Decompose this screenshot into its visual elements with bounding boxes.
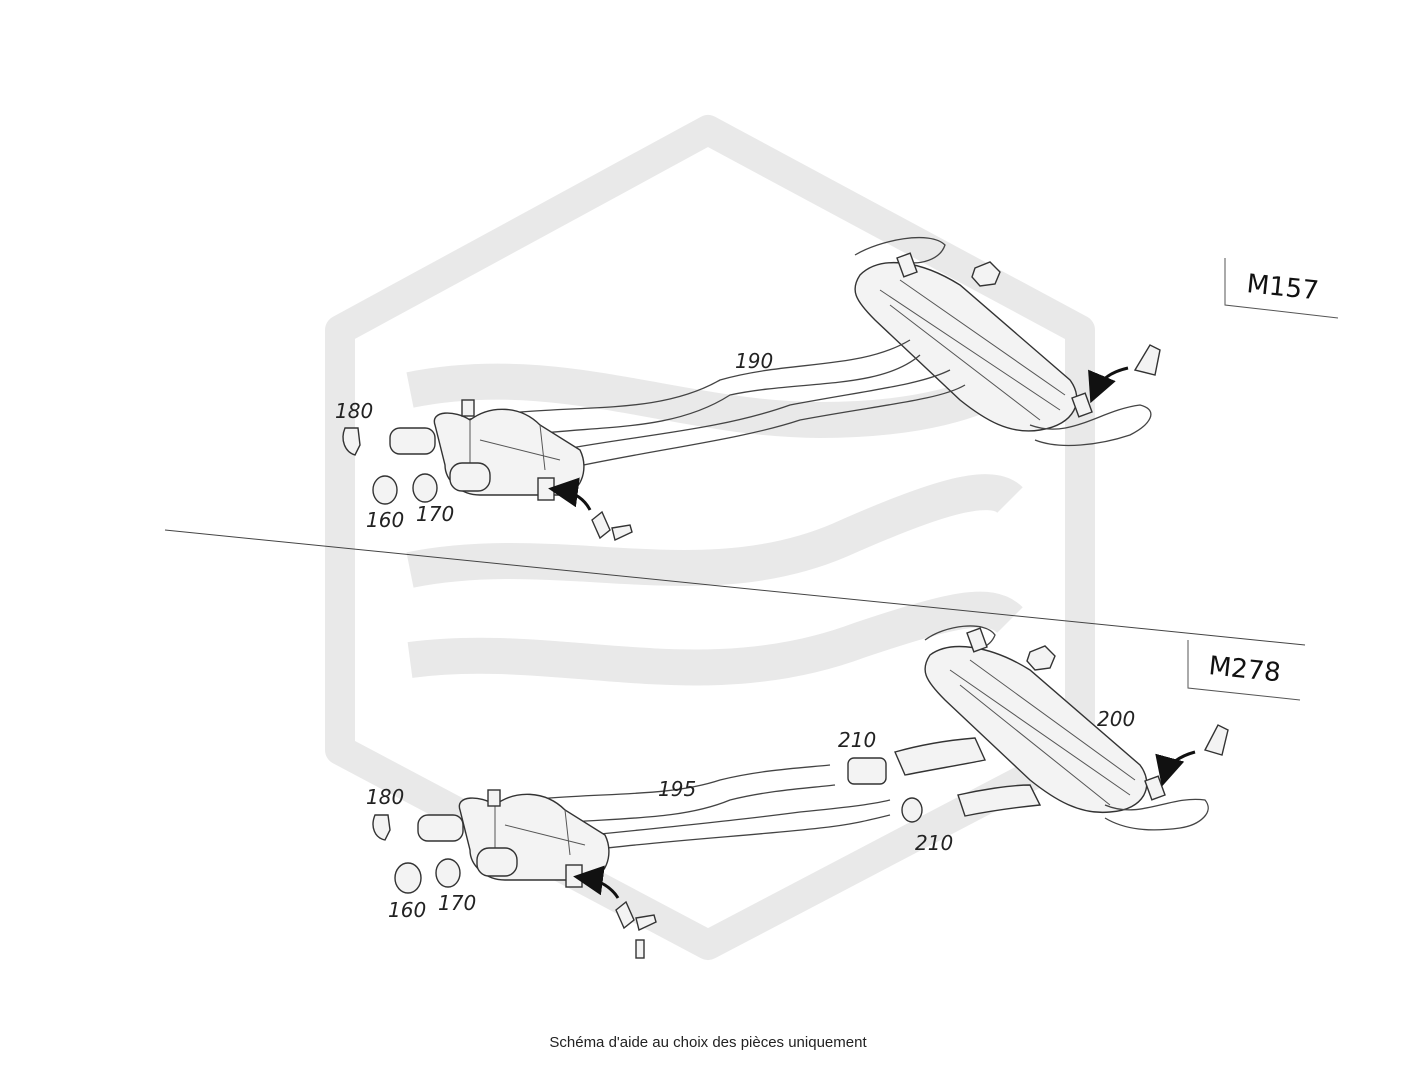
curved-arrow-icon [548,477,592,511]
pipes-m157 [464,339,966,471]
ref-160-lower: 160 [388,898,426,922]
ref-160-upper: 160 [366,508,404,532]
clamp-160 [394,862,422,894]
rubber-hanger [591,510,611,540]
section-divider [164,529,1306,646]
bolt-bracket [611,524,633,541]
front-muffler-m278 [417,789,610,888]
ref-170-upper: 170 [416,502,454,526]
ref-195: 195 [658,777,696,801]
ref-210-lower: 210 [915,831,953,855]
ref-200: 200 [1097,707,1135,731]
rubber-nut [971,261,1001,287]
engine-label-box-m278: M278 [1187,640,1301,701]
rubber-hanger [615,900,635,930]
tail-clip-180 [342,427,361,456]
engine-label-box-m157: M157 [1224,258,1339,319]
bolt-bracket [635,914,657,931]
engine-label-m278: M278 [1207,651,1282,688]
curved-arrow-icon [1155,750,1196,787]
ref-180-upper: 180 [335,399,373,423]
rubber-hanger [1203,724,1229,756]
diagram-caption: Schéma d'aide au choix des pièces unique… [549,1034,867,1051]
rubber-hanger [1133,344,1161,376]
clamp-160 [372,475,398,505]
tail-clip-180 [372,814,391,841]
ref-210-upper: 210 [838,728,876,752]
curved-arrow-icon [573,865,620,899]
ring-170 [412,473,438,503]
rubber-nut [1026,645,1056,671]
ref-170-lower: 170 [438,891,476,915]
ring-170 [435,858,461,888]
ref-180-lower: 180 [366,785,404,809]
curved-arrow-icon [1088,366,1129,404]
rear-muffler-m157 [854,236,1152,447]
ref-190: 190 [735,349,773,373]
bolt [635,939,645,959]
rear-muffler-m278 [924,625,1209,831]
engine-label-m157: M157 [1245,269,1320,306]
